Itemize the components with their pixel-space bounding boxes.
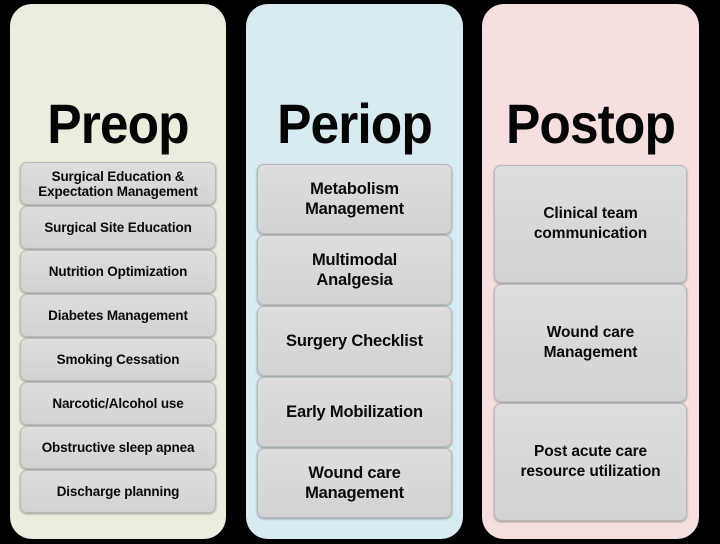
card-postop-3[interactable]: Post acute care resource utilization [494, 403, 687, 521]
card-label: Surgical Education & Expectation Managem… [38, 168, 198, 199]
card-preop-1[interactable]: Surgical Education & Expectation Managem… [20, 162, 216, 205]
card-preop-8[interactable]: Discharge planning [20, 470, 216, 513]
card-periop-1[interactable]: Metabolism Management [257, 164, 452, 234]
card-preop-5[interactable]: Smoking Cessation [20, 338, 216, 381]
card-label: Diabetes Management [48, 308, 188, 323]
card-preop-3[interactable]: Nutrition Optimization [20, 250, 216, 293]
column-preop: Preop Surgical Education & Expectation M… [10, 4, 226, 539]
card-label: Metabolism Management [305, 180, 404, 218]
card-stack-postop: Clinical team communication Wound care M… [482, 165, 699, 521]
card-postop-1[interactable]: Clinical team communication [494, 165, 687, 283]
column-title-periop: Periop [277, 92, 433, 156]
card-label: Nutrition Optimization [48, 264, 188, 279]
card-label: Multimodal Analgesia [311, 251, 398, 289]
column-title-preop: Preop [47, 92, 189, 156]
column-title-postop: Postop [505, 92, 676, 156]
card-postop-2[interactable]: Wound care Management [494, 284, 687, 402]
card-label: Narcotic/Alcohol use [52, 396, 184, 411]
column-postop: Postop Clinical team communication Wound… [482, 4, 699, 539]
card-label: Early Mobilization [286, 403, 423, 421]
card-label: Surgical Site Education [44, 220, 192, 235]
card-periop-5[interactable]: Wound care Management [257, 448, 452, 518]
card-periop-3[interactable]: Surgery Checklist [257, 306, 452, 376]
card-stack-preop: Surgical Education & Expectation Managem… [10, 162, 226, 513]
card-stack-periop: Metabolism Management Multimodal Analges… [246, 164, 463, 518]
card-label: Smoking Cessation [56, 352, 180, 367]
card-label: Post acute care resource utilization [520, 443, 661, 480]
card-label: Clinical team communication [533, 205, 648, 242]
column-periop: Periop Metabolism Management Multimodal … [246, 4, 463, 539]
card-periop-2[interactable]: Multimodal Analgesia [257, 235, 452, 305]
card-preop-2[interactable]: Surgical Site Education [20, 206, 216, 249]
card-periop-4[interactable]: Early Mobilization [257, 377, 452, 447]
card-preop-6[interactable]: Narcotic/Alcohol use [20, 382, 216, 425]
card-label: Discharge planning [56, 484, 180, 499]
card-label: Wound care Management [543, 324, 638, 361]
card-preop-4[interactable]: Diabetes Management [20, 294, 216, 337]
card-label: Obstructive sleep apnea [41, 440, 195, 455]
card-label: Wound care Management [305, 464, 404, 502]
card-label: Surgery Checklist [286, 332, 423, 350]
card-preop-7[interactable]: Obstructive sleep apnea [20, 426, 216, 469]
